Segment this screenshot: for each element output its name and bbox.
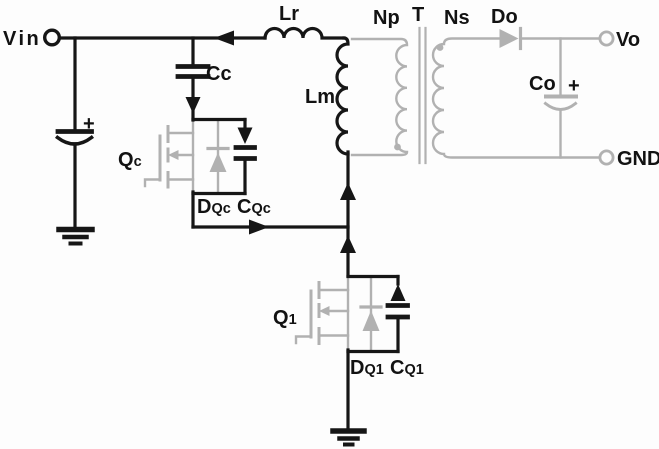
arrow-switch-up-2 xyxy=(340,235,356,253)
label-plus-output: + xyxy=(568,75,580,97)
qc-gate-lead xyxy=(143,178,162,188)
label-co: Co xyxy=(529,73,556,95)
label-q1: Q1 xyxy=(273,307,297,329)
dqc-triangle xyxy=(209,152,227,172)
do-anode-triangle xyxy=(499,29,519,48)
label-lr: Lr xyxy=(279,3,299,25)
label-t: T xyxy=(412,4,424,26)
output-capacitor-co xyxy=(543,37,578,159)
vo-terminal-circle xyxy=(598,30,615,47)
label-do: Do xyxy=(491,6,518,28)
labels-layer: Vin Lr Cc Qc DQc CQc Lm Np T Ns Do Vo Co… xyxy=(3,3,659,379)
arrow-cc-down xyxy=(185,97,201,114)
ground-symbol-q1 xyxy=(330,428,367,447)
main-parallel-capacitor-cq1 xyxy=(385,284,410,320)
label-qc: Qc xyxy=(118,149,142,171)
vin-terminal-circle xyxy=(43,28,62,47)
polarity-dot-np xyxy=(394,143,401,151)
label-dq1: DQ1 xyxy=(350,357,384,379)
q1-body-arrow xyxy=(319,306,330,316)
mosfet-qc xyxy=(143,119,195,194)
label-cc: Cc xyxy=(206,63,232,85)
ground-symbol-input xyxy=(56,226,95,246)
cq1-arrow-up xyxy=(390,284,406,301)
body-diode-dqc xyxy=(206,119,230,194)
label-ns: Ns xyxy=(444,7,470,29)
qc-body-arrow xyxy=(168,150,179,160)
secondary-winding-ns xyxy=(431,37,601,159)
transformer-core xyxy=(418,26,427,165)
clamp-cell-wires xyxy=(191,117,247,229)
primary-winding-np xyxy=(350,37,409,157)
arrow-clamp-right xyxy=(249,219,269,235)
arrow-switch-up-1 xyxy=(340,182,356,200)
gnd-terminal-circle xyxy=(598,149,615,166)
input-capacitor xyxy=(54,36,95,230)
dq1-triangle xyxy=(362,310,380,331)
q1-gate-lead xyxy=(294,335,313,345)
label-dqc: DQc xyxy=(197,196,231,218)
label-np: Np xyxy=(373,7,400,29)
inductor-lr-coil xyxy=(263,26,346,40)
wire-top-rail xyxy=(58,26,346,40)
label-gnd: GND xyxy=(617,148,659,170)
body-diode-dq1 xyxy=(359,276,383,352)
arrow-top-rail-left xyxy=(214,30,234,46)
label-lm: Lm xyxy=(305,86,335,108)
clamp-parallel-capacitor-cqc xyxy=(233,127,257,161)
label-plus-input: + xyxy=(83,113,95,135)
q1-cell-wires xyxy=(346,274,400,431)
mosfet-q1 xyxy=(294,276,350,352)
label-cqc: CQc xyxy=(237,196,271,218)
label-vin: Vin xyxy=(3,28,41,50)
cqc-arrow-down xyxy=(237,127,253,144)
polarity-dot-ns xyxy=(436,44,444,51)
output-diode-do xyxy=(499,26,601,51)
inductor-lm xyxy=(335,36,350,156)
label-cq1: CQ1 xyxy=(390,357,424,379)
label-vo: Vo xyxy=(616,29,640,51)
